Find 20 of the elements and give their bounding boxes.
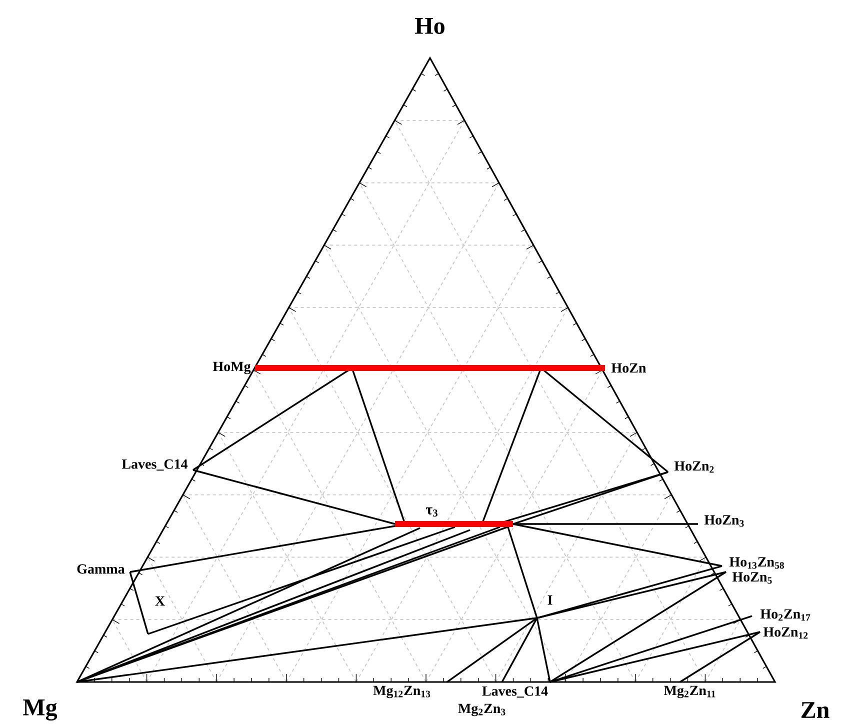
phase-label: HoZn$_{2}$: [674, 461, 714, 473]
phase-label: HoZn$_{3}$: [704, 515, 744, 527]
phase-label: Mg$_{2}$Zn$_{11}$: [664, 686, 716, 698]
phase-label: τ$_{3}$: [426, 507, 438, 517]
phase-label: Mg$_{12}$Zn$_{13}$: [373, 686, 430, 698]
component-label: Ho: [415, 18, 444, 34]
phase-label: X: [155, 596, 165, 606]
phase-label: Laves_C14: [122, 459, 188, 471]
component-label: Zn: [801, 702, 830, 718]
component-label: Mg: [23, 700, 58, 721]
phase-label: Mg$_{2}$Zn$_{3}$: [458, 704, 506, 716]
phase-label: HoZn: [611, 363, 646, 373]
phase-label: Laves_C14: [482, 686, 548, 698]
phase-label: I: [548, 595, 552, 605]
phase-label: HoMg: [212, 362, 251, 374]
phase-label: Gamma: [77, 564, 125, 574]
phase-label: HoZn$_{5}$: [732, 572, 772, 584]
phase-label: Ho$_{2}$Zn$_{17}$: [760, 609, 810, 621]
phase-label: HoZn$_{12}$: [763, 627, 808, 639]
phase-label: Ho$_{13}$Zn$_{58}$: [729, 557, 784, 569]
